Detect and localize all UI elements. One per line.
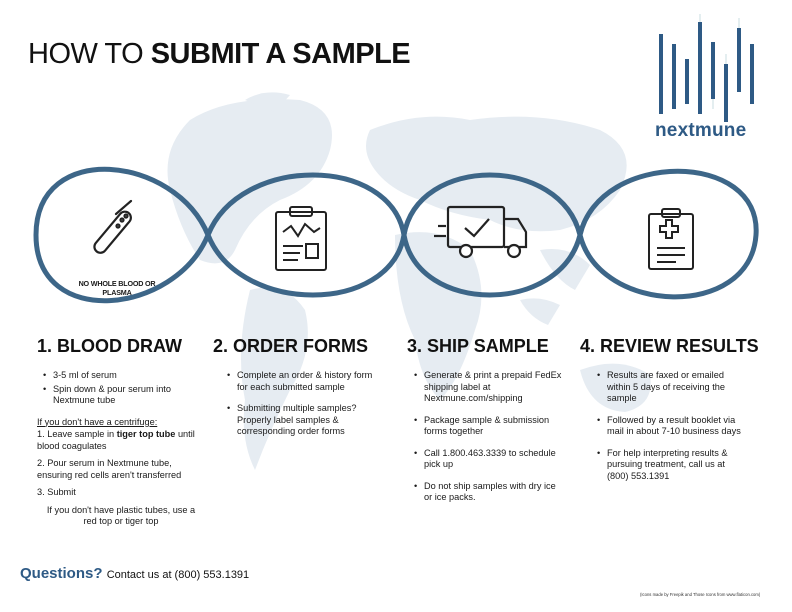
step-3-content: Generate & print a prepaid FedEx shippin… [412,370,562,514]
contact-text: Contact us at (800) 553.1391 [106,569,250,581]
centrifuge-step-2: 2. Pour serum in Nextmune tube, ensuring… [37,458,182,480]
blood-note: NO WHOLE BLOOD OR PLASMA [78,279,156,297]
step-2-content: Complete an order & history form for eac… [223,370,373,448]
step-1-content: 3-5 ml of serum Spin down & pour serum i… [37,370,197,534]
list-item: Results are faxed or emailed within 5 da… [597,370,743,405]
list-item: Package sample & submission forms togeth… [414,415,562,438]
clipboard-chart-icon [275,206,327,271]
nextmune-logo [659,14,754,122]
medical-clipboard-icon [648,208,694,270]
brand-name: nextmune [655,120,747,141]
questions-footer: Questions? Contact us at (800) 553.1391 [20,565,250,582]
process-wave [33,166,759,304]
list-item: Generate & print a prepaid FedEx shippin… [414,370,562,405]
step-1-heading: 1. BLOOD DRAW [37,336,183,356]
list-item: Complete an order & history form for eac… [227,370,373,393]
test-tube-icon [93,199,133,254]
step-4-content: Results are faxed or emailed within 5 da… [593,370,743,492]
icon-credit: (Icons made by Freepik and Those Icons f… [640,592,761,597]
list-item: Call 1.800.463.3339 to schedule pick up [414,448,562,471]
step-2-heading: 2. ORDER FORMS [213,336,369,356]
list-item: For help interpreting results & pursuing… [597,448,743,483]
list-item: 3-5 ml of serum [43,370,197,382]
centrifuge-step-3: 3. Submit [37,487,76,497]
list-item: Followed by a result booklet via mail in… [597,415,743,438]
list-item: Do not ship samples with dry ice or ice … [414,481,562,504]
plastic-tube-note: If you don't have plastic tubes, use a r… [46,504,196,527]
page-title: HOW TO SUBMIT A SAMPLE [28,38,411,70]
delivery-truck-icon [434,205,528,259]
list-item: Spin down & pour serum into Nextmune tub… [43,384,197,407]
centrifuge-step-1: 1. Leave sample in tiger top tube until … [37,429,195,451]
list-item: Submitting multiple samples? Properly la… [227,403,373,438]
centrifuge-heading: If you don't have a centrifuge: [37,416,158,427]
step-3-heading: 3. SHIP SAMPLE [407,336,549,356]
step-4-heading: 4. REVIEW RESULTS [580,336,759,356]
